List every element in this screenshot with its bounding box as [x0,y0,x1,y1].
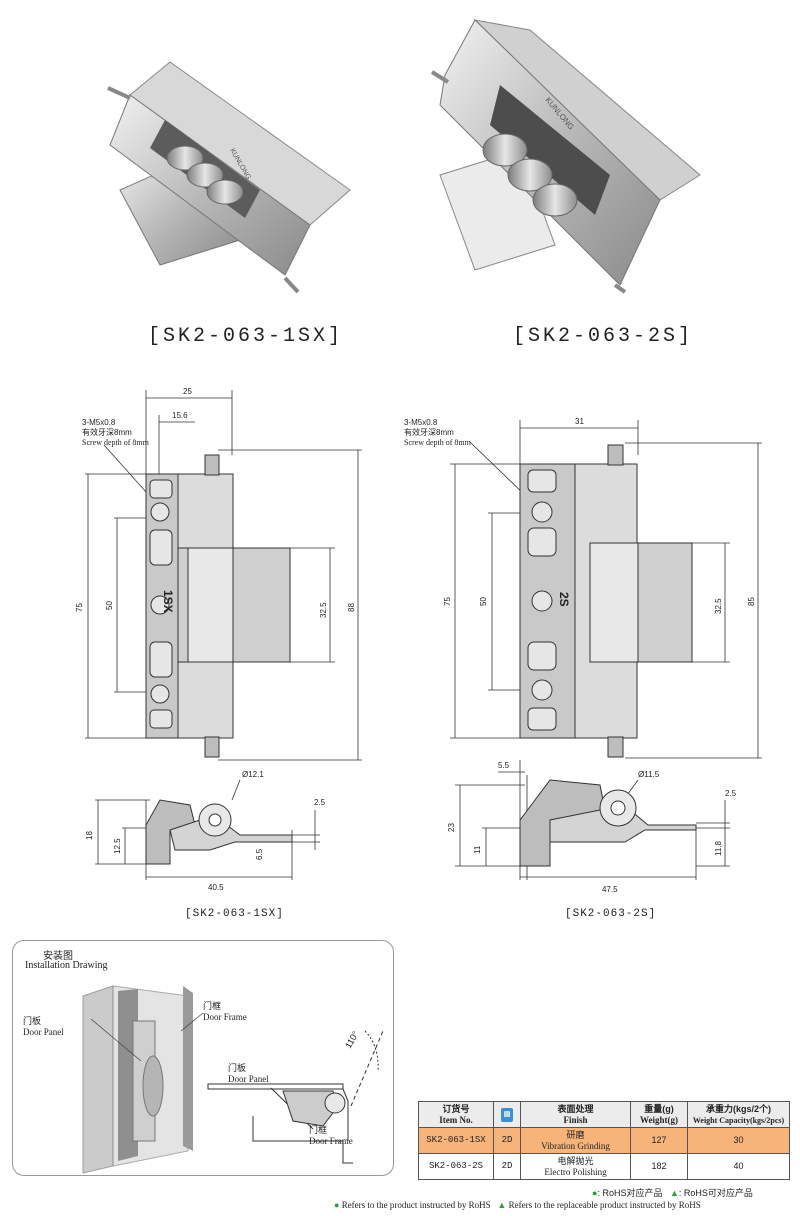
dim-32-5: 32.5 [319,602,328,618]
dim-50: 50 [105,601,114,610]
cell-weight: 127 [630,1127,688,1154]
hinge-photo-right: KUNLONG [430,19,701,294]
screw-note-left: 3-M5x0.8 有效牙深8mm Screw depth of 8mm [82,418,149,447]
side-dia-right: Ø11.5 [638,770,660,779]
cell-weight: 182 [630,1153,688,1180]
rohs-dot-icon-en: ● [334,1200,340,1210]
dim-75: 75 [75,603,84,612]
header-finish: 表面处理 Finish [520,1101,631,1128]
installation-illustration: 110° [82,985,384,1174]
caption-left: [SK2-063-1SX] [185,908,284,920]
dim-85: 85 [747,597,756,606]
side-2-5-left: 2.5 [314,798,326,807]
install-title-en: Installation Drawing [25,960,108,971]
marking-right: 2S [557,592,571,607]
dim-88: 88 [347,603,356,612]
caption-right: [SK2-063-2S] [565,908,657,920]
side-47-5: 47.5 [602,885,618,894]
rohs-triangle-icon-en: ▲ [497,1200,507,1210]
installation-panel: 安装图 Installation Drawing 110° 门板 Door Pa… [12,940,394,1176]
side-dia-left: Ø12.1 [242,770,264,779]
screw-note-right: 3-M5x0.8 有效牙深8mm Screw depth of 8mm [404,418,471,447]
product-label-left: [SK2-063-1SX] [148,325,344,348]
rohs-triangle-icon: ▲ [669,1188,679,1198]
hinge-photo-left: KUNLONG [107,61,351,294]
header-weight: 重量(g) Weight(g) [630,1101,688,1128]
cell-file[interactable]: 2D [493,1153,521,1180]
cell-file[interactable]: 2D [493,1127,521,1154]
marking-left: 1SX [161,590,175,613]
cell-capacity: 30 [687,1127,790,1154]
cell-finish: 研磨 Vibration Grinding [520,1127,631,1154]
legend-en: ● Refers to the product instructed by Ro… [334,1200,701,1210]
rohs-dot-icon: ● [592,1188,598,1198]
dim-15-6: 15.6 [172,411,188,420]
dim-32-5-right: 32.5 [714,598,723,614]
side-40-5: 40.5 [208,883,224,892]
side-2-5-right: 2.5 [725,789,737,798]
cell-capacity: 40 [687,1153,790,1180]
table-row: SK2-063-1SX 2D 研磨 Vibration Grinding 127… [418,1127,790,1154]
label-door-panel-2: 门板 Door Panel [228,1063,269,1084]
header-item: 订货号 Item No. [418,1101,494,1128]
spec-table: 订货号 Item No. ▤ 表面处理 Finish 重量(g) Weight(… [418,1101,790,1180]
product-label-right: [SK2-063-2S] [513,325,694,348]
technical-drawing-right: 2S 31 75 50 32.5 85 5.5 Ø11.5 2.5 23 11 … [443,417,762,894]
cell-item: SK2-063-2S [418,1153,494,1180]
header-capacity: 承重力(kgs/2个) Weight Capacity(kgs/2pcs) [687,1101,790,1128]
side-11: 11 [473,845,482,854]
dim-75-right: 75 [443,597,452,606]
cell-finish: 电解抛光 Electro Polishing [520,1153,631,1180]
side-12-5: 12.5 [113,838,122,854]
table-row: SK2-063-2S 2D 电解抛光 Electro Polishing 182… [418,1153,790,1180]
product-photos: KUNLONG KUNLONG [107,19,701,294]
label-door-panel: 门板 Door Panel [23,1016,64,1037]
side-5-5: 5.5 [498,761,510,770]
dim-25: 25 [183,387,192,396]
install-angle: 110° [343,1029,361,1050]
label-door-frame-2: 门框 Door Frame [309,1125,353,1146]
label-door-frame: 门框 Door Frame [203,1001,247,1022]
dim-50-right: 50 [479,597,488,606]
dim-31: 31 [575,417,584,426]
side-11-8: 11.8 [714,840,723,856]
spec-table-header: 订货号 Item No. ▤ 表面处理 Finish 重量(g) Weight(… [418,1101,790,1128]
legend-cn: ●: RoHS对应产品 ▲: RoHS可对应产品 [592,1188,753,1198]
header-file: ▤ [493,1101,521,1128]
side-18: 18 [85,831,94,840]
cell-item: SK2-063-1SX [418,1127,494,1154]
cad-file-icon: ▤ [501,1107,513,1122]
install-title-cn: 安装图 [43,951,73,962]
side-23: 23 [447,823,456,832]
side-6-5: 6.5 [255,848,264,860]
technical-drawing-left: 1SX 25 15.6 75 50 32.5 88 Ø12.1 2.5 18 1… [75,387,362,892]
